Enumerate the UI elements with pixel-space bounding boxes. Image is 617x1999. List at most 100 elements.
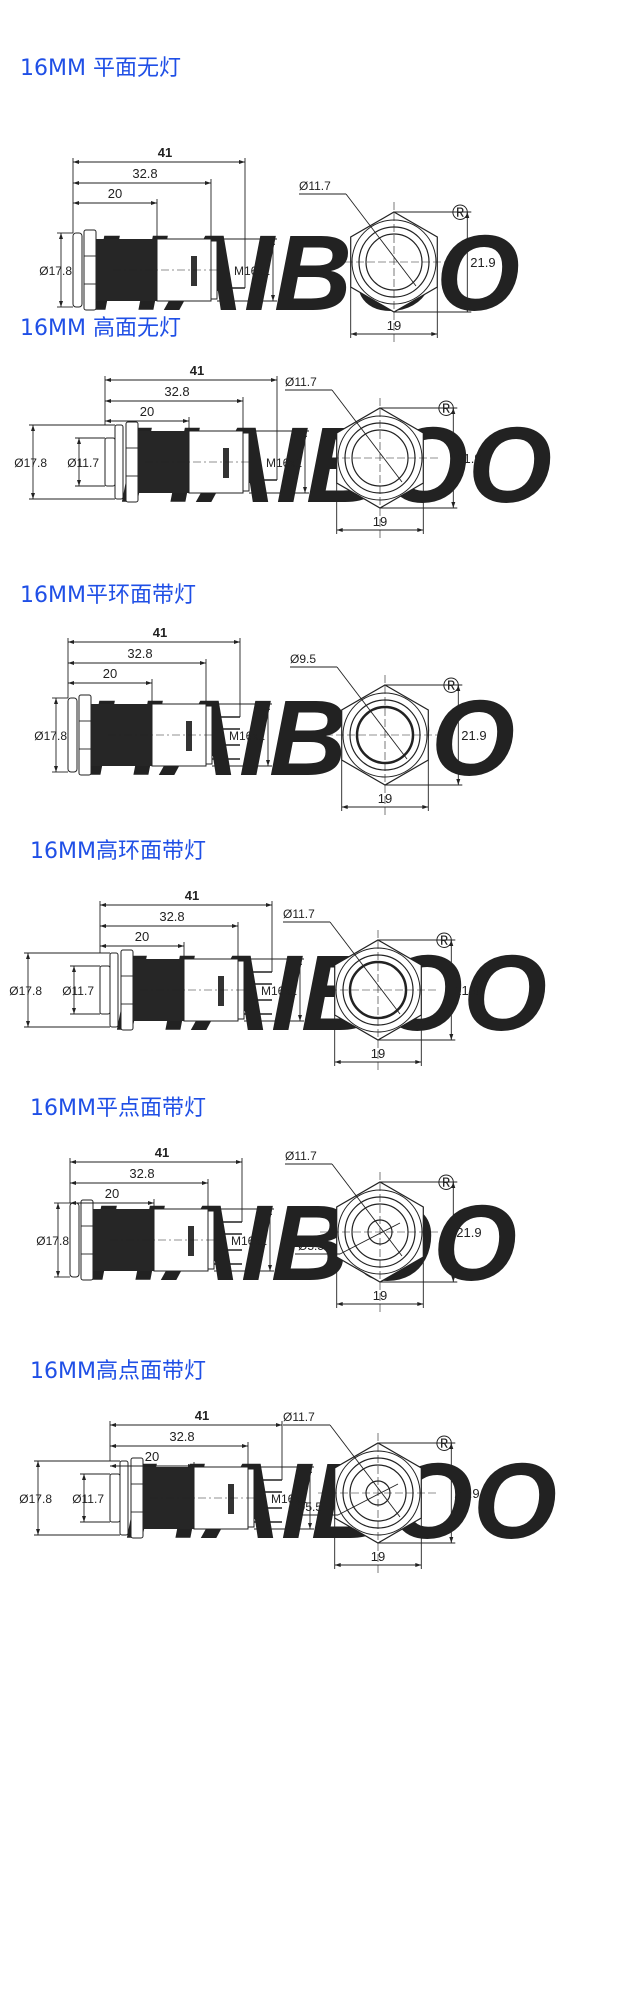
dim-cap-diameter-label: Ø11.7: [62, 984, 94, 998]
dim-hex-height-label: 21.9: [454, 1486, 479, 1501]
section-title-high-ring-light: 16MM高环面带灯: [30, 839, 206, 864]
registered-mark: ®: [443, 673, 459, 698]
arrowhead: [268, 1265, 272, 1271]
arrowhead: [200, 661, 206, 665]
registered-mark: ®: [436, 928, 452, 953]
dim-thread-spec-label: M16x1: [229, 729, 265, 743]
hex-nut: [78, 694, 92, 776]
arrowhead: [36, 1461, 40, 1467]
contact-label: [228, 1484, 234, 1514]
dim-face-diameter-label: Ø11.7: [285, 1149, 317, 1163]
hex-nut: [83, 229, 97, 311]
arrowhead: [73, 181, 79, 185]
arrowhead: [451, 1182, 456, 1188]
dim-flange-diameter-label: Ø17.8: [14, 456, 47, 470]
dim-face-diameter-label: Ø11.7: [283, 907, 315, 921]
dim-thread-label: 20: [140, 404, 154, 419]
hex-nut: [130, 1457, 144, 1539]
arrowhead: [54, 766, 58, 772]
dim-flange-diameter-label: Ø17.8: [19, 1492, 52, 1506]
arrowhead: [336, 1302, 343, 1306]
arrowhead: [417, 1302, 424, 1306]
dim-flange-diameter-label: Ø17.8: [36, 1234, 69, 1248]
flange: [109, 952, 119, 1028]
leader-line: [331, 389, 403, 483]
arrowhead: [271, 378, 277, 382]
dim-thread-spec-label: M16x1: [234, 264, 270, 278]
leader-line: [331, 1163, 403, 1257]
arrowhead: [449, 1537, 454, 1543]
arrowhead: [232, 924, 238, 928]
dim-led-dot-diameter-label: Ø5.5: [298, 1239, 324, 1253]
leader-line: [345, 193, 417, 287]
arrowhead: [276, 1423, 282, 1427]
arrowhead: [308, 1467, 312, 1473]
arrowhead: [188, 1464, 194, 1468]
dim-overall-label: 41: [185, 888, 199, 903]
leader-line: [329, 921, 401, 1015]
dim-cap-diameter-label: Ø11.7: [67, 456, 99, 470]
dim-body-label: 32.8: [129, 1166, 154, 1181]
arrowhead: [237, 399, 243, 403]
arrowhead: [266, 903, 272, 907]
arrowhead: [82, 1516, 86, 1522]
raised-cap: [104, 437, 116, 487]
arrowhead: [31, 493, 35, 499]
arrowhead: [266, 704, 270, 710]
dim-flange-diameter-label: Ø17.8: [9, 984, 42, 998]
arrowhead: [415, 1563, 422, 1567]
arrowhead: [268, 1209, 272, 1215]
arrowhead: [178, 944, 184, 948]
arrowhead: [234, 640, 240, 644]
section-title-flat-dot-light: 16MM平点面带灯: [30, 1096, 206, 1121]
arrowhead: [417, 528, 424, 532]
arrowhead: [341, 805, 348, 809]
contact-label: [186, 721, 192, 751]
contact-label: [188, 1226, 194, 1256]
dim-flange-diameter-label: Ø17.8: [34, 729, 67, 743]
dim-thread-label: 20: [103, 666, 117, 681]
arrowhead: [202, 1181, 208, 1185]
dim-hex-height-label: 21.9: [470, 255, 495, 270]
arrowhead: [451, 502, 456, 508]
dim-thread-label: 20: [108, 186, 122, 201]
arrowhead: [308, 1523, 312, 1529]
dim-hex-width-label: 19: [378, 791, 392, 806]
dim-face-diameter-label: Ø11.7: [283, 1410, 315, 1424]
arrowhead: [68, 681, 74, 685]
dim-led-dot-diameter-label: Ø5.5: [296, 1500, 322, 1514]
arrowhead: [105, 399, 111, 403]
arrowhead: [59, 233, 63, 239]
dim-thread-spec-label: M16x1: [261, 984, 297, 998]
section-title-flat-ring-light: 16MM平环面带灯: [20, 583, 196, 608]
dim-thread-label: 20: [135, 929, 149, 944]
registered-mark: ®: [436, 1431, 452, 1456]
arrowhead: [70, 1201, 76, 1205]
arrowhead: [70, 1160, 76, 1164]
dim-overall-label: 41: [158, 145, 172, 160]
contact-label: [223, 448, 229, 478]
arrowhead: [303, 487, 307, 493]
dim-overall-label: 41: [195, 1408, 209, 1423]
arrowhead: [56, 1203, 60, 1209]
arrowhead: [70, 1181, 76, 1185]
arrowhead: [54, 698, 58, 704]
arrowhead: [36, 1529, 40, 1535]
arrowhead: [68, 640, 74, 644]
arrowhead: [298, 959, 302, 965]
arrowhead: [26, 953, 30, 959]
contact-label: [191, 256, 197, 286]
raised-cap: [109, 1473, 121, 1523]
arrowhead: [105, 378, 111, 382]
dim-face-diameter-label: Ø11.7: [299, 179, 331, 193]
